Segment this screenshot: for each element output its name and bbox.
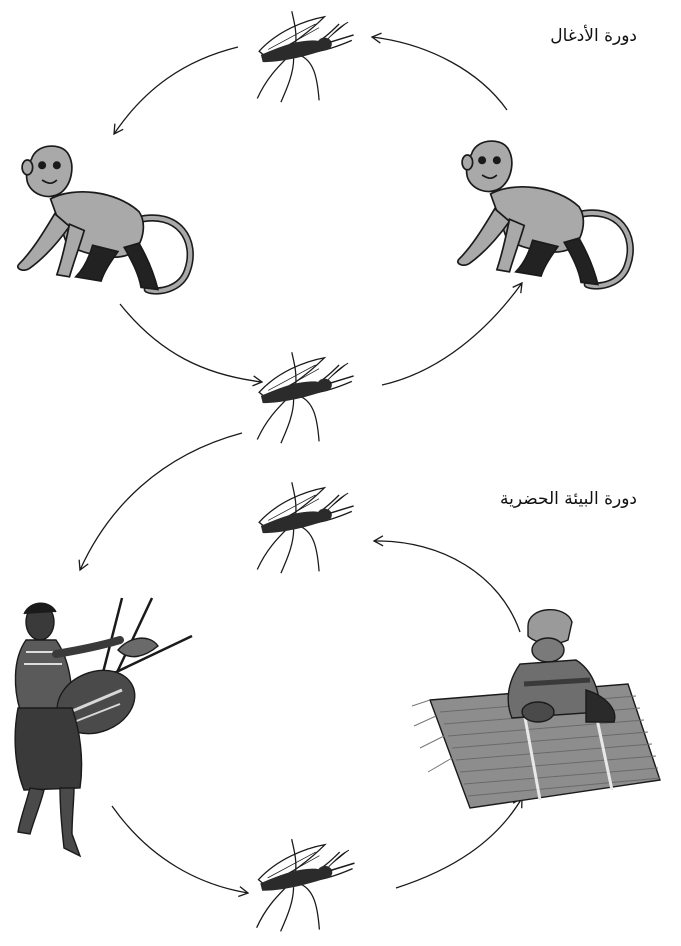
- cycle-arrow: [120, 304, 262, 382]
- weaver-icon: [412, 610, 660, 808]
- mosquito-icon: [257, 352, 353, 443]
- cycle-arrow: [114, 47, 238, 134]
- mosquito-icon: [257, 482, 353, 573]
- cycle-arrow: [80, 433, 242, 570]
- cycle-arrow: [374, 541, 520, 632]
- cycle-arrow: [112, 806, 248, 893]
- monkey-icon: [458, 141, 630, 286]
- mosquito-icon: [257, 11, 353, 102]
- warrior-icon: [15, 598, 192, 856]
- mosquito-icon: [257, 839, 355, 931]
- cycle-arrow: [372, 37, 507, 110]
- cycle-arrow: [382, 283, 522, 385]
- cycle-arrow: [396, 798, 522, 888]
- monkey-icon: [18, 146, 190, 291]
